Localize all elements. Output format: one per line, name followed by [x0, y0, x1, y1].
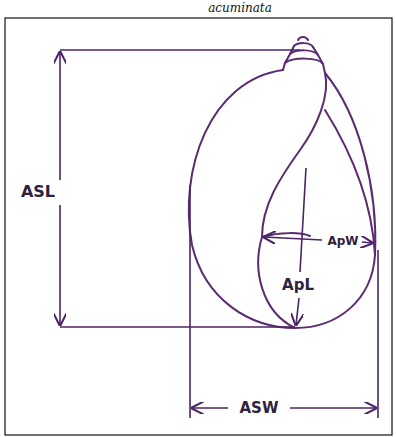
dimension-label: ApW — [327, 235, 358, 247]
caption-text: acuminata — [208, 2, 272, 14]
dimension-label: ASL — [21, 184, 55, 200]
dimension-label: ASW — [240, 401, 279, 416]
dimension-label: ApL — [282, 278, 314, 293]
frame — [5, 18, 392, 435]
shell-outline — [189, 37, 376, 328]
dimension-lines — [60, 50, 378, 418]
